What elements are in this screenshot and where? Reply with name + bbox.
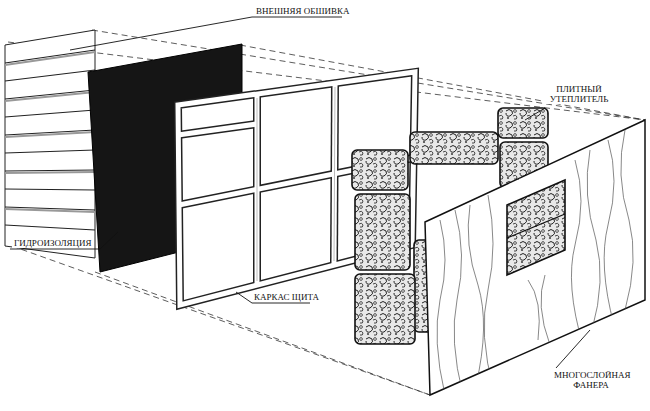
- leader-lines: [10, 17, 590, 368]
- panel-frame: [178, 72, 415, 305]
- siding: [5, 30, 95, 258]
- label-frame: КАРКАС ЩИТА: [252, 292, 321, 302]
- label-insulation: ПЛИТНЫЙ УТЕПЛИТЕЛЬ: [543, 84, 615, 104]
- label-waterproofing: ГИДРОИЗОЛЯЦИЯ: [12, 238, 94, 248]
- projection-lines: [8, 30, 645, 395]
- label-plywood: МНОГОСЛОЙНАЯ ФАНЕРА: [552, 370, 630, 390]
- plywood-sheet: [425, 120, 645, 395]
- label-exterior-cladding: ВНЕШНЯЯ ОБШИВКА: [254, 6, 352, 16]
